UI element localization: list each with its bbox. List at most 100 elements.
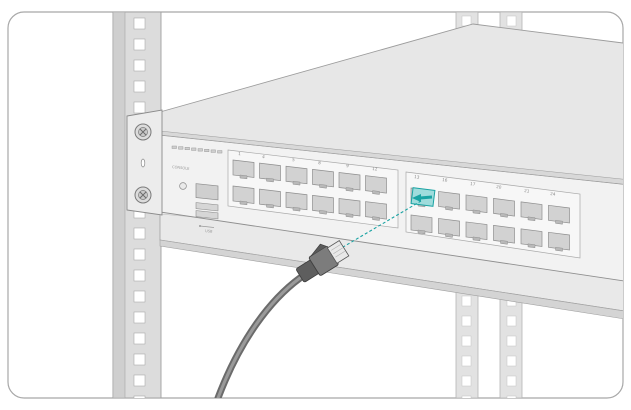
ethernet-port [259,162,281,181]
port-label: 21 [524,188,530,194]
rack-slot [133,269,146,282]
port-latch [445,233,453,238]
port-label: 5 [292,157,296,162]
led [197,148,203,152]
rack-slot [133,227,146,240]
rack-slot [506,375,517,387]
ethernet-port [465,221,488,240]
port-labels-right: 13 16 17 20 21 24 [414,174,556,197]
ethernet-port [548,204,570,224]
rack-slot [133,290,146,303]
ethernet-port [338,172,361,191]
rack-slot [133,353,146,366]
led [204,149,210,152]
ethernet-port [493,197,515,217]
port-label: 20 [496,184,502,190]
port-latch [500,240,508,245]
console-port [195,183,219,201]
port-latch [417,229,426,235]
rack-slot [133,311,146,324]
port-latch [345,213,354,218]
rj45-connector [296,240,350,283]
rack-slot [133,17,146,30]
port-latch [319,184,327,189]
led [217,150,223,154]
port-latch [345,187,354,192]
led [191,147,197,151]
rack-slot [506,395,517,398]
rack-slot [506,15,517,27]
port-latch [472,236,481,242]
ethernet-port [232,185,255,204]
rack-slot [133,332,146,345]
ethernet-port [410,214,433,234]
ethernet-port [438,218,460,237]
ethernet-port [285,165,308,185]
ethernet-cable-highlight [216,276,302,398]
port-latch [266,203,274,209]
rack-slot [461,375,472,387]
port-label: 17 [470,181,476,187]
rack-slot [133,59,146,72]
led [210,149,216,153]
rack-slot [506,335,517,347]
rack-slot [133,38,146,51]
rack-slot [506,355,517,367]
screw-icon [134,186,152,204]
port-latch [372,216,380,221]
port-label: 8 [318,160,322,165]
ethernet-port [338,198,361,217]
console-label: CONSOLE [172,165,190,171]
ethernet-port [465,194,488,213]
rack-slot [133,80,146,93]
connection-guide-line [337,200,422,251]
rack-slot [133,395,146,398]
ethernet-port [520,228,543,247]
rack-slot [461,395,472,398]
port-label: 24 [550,191,556,197]
port-latch [527,243,536,249]
ethernet-port [520,201,543,220]
usb-ports [195,202,219,220]
port-latch [239,200,248,206]
insert-arrow-icon [419,195,433,200]
port-labels-left: 1 4 5 8 9 12 [238,151,378,172]
port-label: 9 [346,163,350,168]
port-latch [555,247,563,252]
port-latch [239,174,248,180]
rack-slot [461,335,472,347]
ethernet-port [312,168,334,188]
rack-slot [133,248,146,261]
bracket-slot [140,158,146,168]
ethernet-port [232,159,255,178]
port-label: 1 [238,151,242,156]
ports-left [232,159,387,221]
ethernet-port [548,231,570,251]
ports-right [410,187,570,252]
led-indicator-icon [171,145,223,154]
port-latch [445,206,453,211]
port-latch [555,220,563,225]
rack-slot [133,374,146,387]
led [184,147,190,151]
rack-slot [461,315,472,327]
port-latch [372,190,380,195]
port-latch [319,210,327,215]
port-label: 12 [372,166,378,172]
usb-icon [199,225,215,228]
ethernet-port [438,191,460,210]
ethernet-port [259,188,281,207]
port-latch [292,206,301,212]
port-label: 4 [262,154,266,159]
port-latch [292,180,301,186]
port-label: 13 [414,174,420,180]
ethernet-port [312,194,334,214]
led [178,146,184,150]
port-latch [472,209,481,215]
rack-slot [506,315,517,327]
usb-label: USB [205,229,213,234]
ethernet-port [365,201,387,220]
rack-slot [461,295,472,307]
